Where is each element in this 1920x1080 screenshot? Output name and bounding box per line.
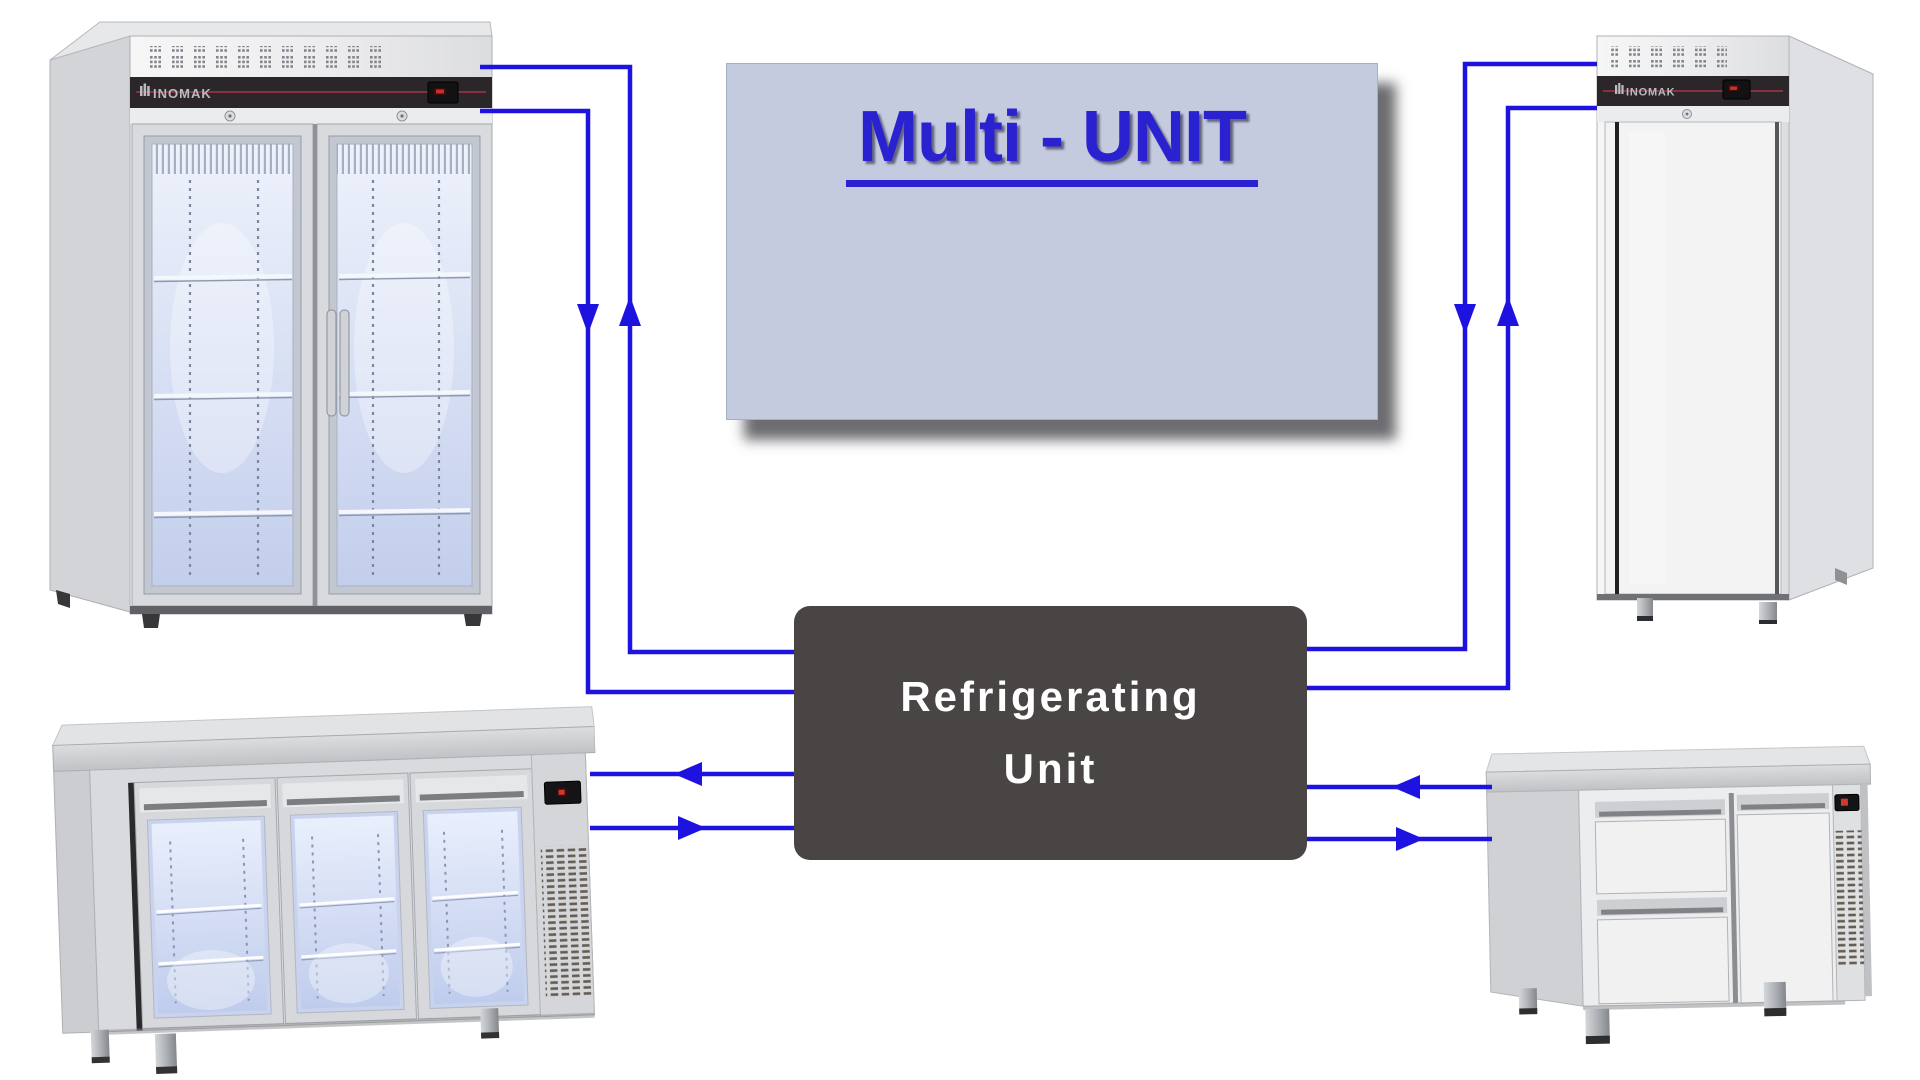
fridge-foot: [464, 614, 482, 626]
double-glass-door-fridge: INOMAK: [49, 21, 493, 628]
brand-text: INOMAK: [153, 86, 212, 101]
door-handle: [339, 309, 350, 417]
temperature-controller: [543, 780, 582, 805]
temperature-controller: [427, 81, 459, 104]
temperature-controller: [1834, 793, 1860, 812]
brand-band: INOMAK: [130, 77, 492, 108]
counter-leg: [1585, 1008, 1610, 1045]
vent-grille-icon: [540, 844, 592, 999]
flow-arrow-left-icon: [674, 762, 702, 786]
counter-leg: [1518, 988, 1538, 1015]
fridge-foot: [1759, 602, 1777, 624]
flow-arrow-down-icon: [1454, 304, 1476, 334]
flow-arrow-down-icon: [577, 304, 599, 334]
drawer-1: [1594, 818, 1728, 895]
drawer-2: [1596, 916, 1730, 1005]
multi-unit-panel: Multi - UNIT: [726, 63, 1378, 420]
drawer-door-counter: [1485, 745, 1872, 1045]
vent-holes-icon: [148, 46, 392, 71]
pipe-unit-to-single-fridge: [1307, 105, 1597, 691]
controller-display: [1730, 86, 1737, 90]
controller-display: [1840, 798, 1848, 806]
diagram-title: Multi - UNIT: [846, 96, 1258, 187]
counter-leg: [154, 1033, 178, 1075]
controller-display: [558, 789, 565, 795]
refrigerating-unit-box: Refrigerating Unit: [794, 606, 1307, 860]
door-handle: [326, 309, 337, 417]
flow-arrow-right-icon: [678, 816, 706, 840]
flow-arrow-right-icon: [1396, 827, 1424, 851]
vent-grille-icon: [1835, 830, 1865, 967]
flow-arrow-up-icon: [619, 296, 641, 326]
glass-door-3: [409, 768, 541, 1020]
inomak-logo: INOMAK: [140, 83, 212, 101]
inomak-logo: INOMAK: [1615, 83, 1675, 99]
lock-strip: [1597, 106, 1789, 122]
pipe-unit-to-double-fridge: [480, 64, 794, 655]
flow-arrow-up-icon: [1497, 296, 1519, 326]
glass-door-left: [131, 123, 314, 607]
compressor-panel: [530, 752, 595, 1018]
brand-text: INOMAK: [1626, 87, 1675, 99]
door-column: [1736, 792, 1834, 1004]
flow-arrow-left-icon: [1392, 775, 1420, 799]
glass-door-2: [276, 772, 418, 1025]
fridge-foot: [142, 614, 160, 628]
single-door-fridge: INOMAK: [1596, 35, 1874, 624]
fridge-top-face: [49, 21, 493, 61]
solid-door: [1604, 121, 1782, 595]
pipe-single-fridge-to-unit: [1307, 61, 1597, 652]
fridge-foot: [1637, 598, 1653, 621]
counter-leg: [90, 1029, 110, 1064]
glass-door-right: [316, 123, 493, 607]
unit-label-line1: Refrigerating: [900, 673, 1201, 720]
counter-leg: [480, 1008, 500, 1039]
controller-display: [436, 89, 444, 94]
fridge-foot: [1835, 568, 1847, 585]
temperature-controller: [1722, 79, 1751, 100]
brand-band: INOMAK: [1597, 76, 1789, 106]
three-glass-door-counter: [51, 706, 596, 1075]
pipe-double-fridge-to-unit: [480, 108, 794, 695]
unit-label-line2: Unit: [1003, 745, 1098, 792]
counter-leg: [1763, 981, 1787, 1017]
drawer-column: [1594, 799, 1730, 1005]
compressor-strip: [1832, 783, 1866, 1002]
fridge-foot: [56, 590, 70, 608]
glass-door-1: [133, 777, 285, 1029]
vent-holes-icon: [1611, 46, 1727, 68]
